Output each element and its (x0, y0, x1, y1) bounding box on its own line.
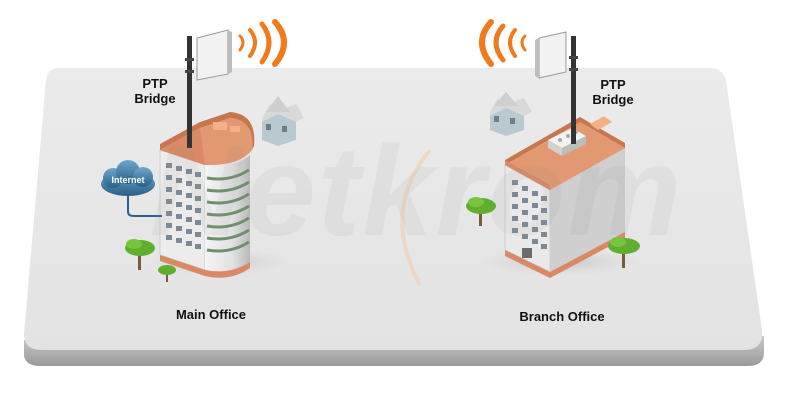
main-ptp-label: PTP (142, 76, 168, 91)
internet-cable (127, 194, 162, 217)
branch-office-windows (512, 180, 547, 249)
internet-label: Internet (111, 175, 145, 185)
branch-house-icon (490, 92, 532, 136)
main-house-icon (262, 96, 304, 146)
internet-cloud-icon (101, 160, 155, 196)
main-office-windows (166, 163, 201, 249)
main-office-label: Main Office (175, 307, 247, 322)
main-antenna-icon (185, 29, 232, 148)
branch-office-label: Branch Office (519, 309, 605, 324)
branch-ptp-bridge-label: PTP Bridge (573, 77, 653, 107)
main-ptp-bridge-label: PTP Bridge (115, 76, 195, 106)
main-bridge-label: Bridge (134, 91, 176, 106)
watermark-logo: Netkrom (150, 120, 684, 263)
tree-icon (466, 197, 496, 226)
tree-icon (608, 237, 640, 268)
main-office-building-icon (159, 112, 255, 278)
branch-bridge-label: Bridge (592, 92, 634, 107)
branch-signal-waves-icon (479, 19, 527, 67)
tree-icon (125, 239, 155, 270)
branch-ptp-label: PTP (600, 77, 626, 92)
tree-icon (158, 265, 176, 282)
branch-office-building-icon (504, 116, 625, 278)
branch-antenna-icon (535, 31, 578, 144)
main-signal-waves-icon (238, 19, 287, 67)
